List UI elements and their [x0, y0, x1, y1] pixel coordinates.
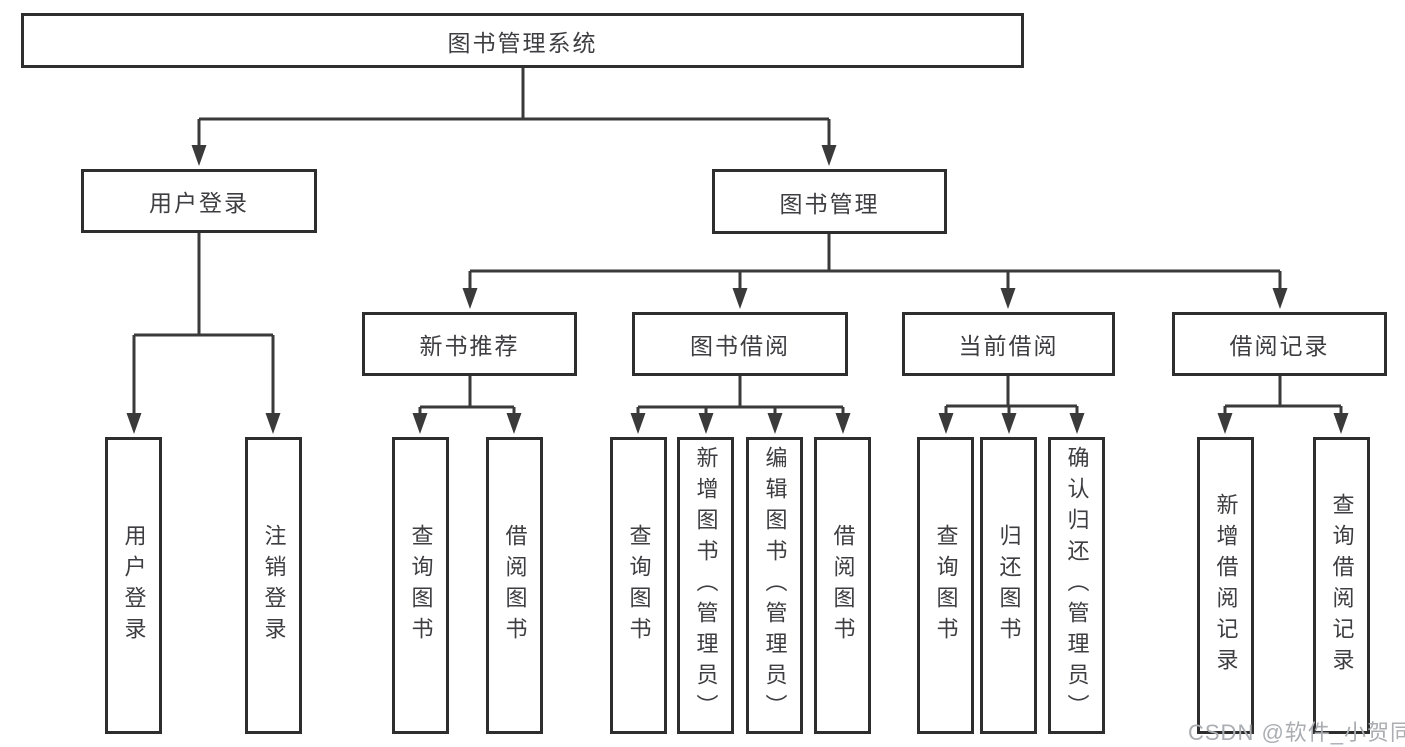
leaf-query-books-current: 查询图书: [917, 437, 974, 734]
leaf-label: 查询图书: [933, 523, 959, 648]
node-label: 当前借阅: [958, 333, 1059, 359]
leaf-label: 借阅图书: [502, 523, 528, 648]
node-new-book-recommendation: 新书推荐: [362, 312, 577, 376]
leaf-label: 借阅图书: [830, 523, 856, 648]
leaf-label: 确认归还（管理员）: [1064, 446, 1090, 725]
leaf-confirm-return-admin: 确认归还（管理员）: [1048, 437, 1105, 734]
leaf-query-books-recommend: 查询图书: [392, 437, 449, 734]
node-user-login: 用户登录: [81, 169, 317, 233]
leaf-label: 归还图书: [996, 523, 1022, 648]
node-label: 图书管理: [779, 190, 880, 217]
node-label: 新书推荐: [419, 333, 520, 359]
leaf-logout: 注销登录: [245, 437, 302, 734]
node-root-label: 图书管理系统: [447, 29, 598, 56]
leaf-query-books-borrowing: 查询图书: [610, 437, 667, 734]
node-label: 用户登录: [149, 190, 249, 216]
node-book-management: 图书管理: [712, 169, 947, 234]
node-label: 借阅记录: [1229, 333, 1330, 359]
leaf-user-login: 用户登录: [105, 437, 162, 734]
node-borrowing-records: 借阅记录: [1172, 312, 1387, 376]
leaf-label: 新增借阅记录: [1213, 492, 1239, 679]
leaf-label: 查询借阅记录: [1329, 492, 1355, 679]
leaf-label: 用户登录: [121, 523, 147, 648]
node-current-borrowing: 当前借阅: [902, 312, 1115, 376]
leaf-add-book-admin: 新增图书（管理员）: [677, 437, 734, 734]
leaf-return-books: 归还图书: [980, 437, 1037, 734]
leaf-borrow-books-recommend: 借阅图书: [486, 437, 543, 734]
leaf-label: 新增图书（管理员）: [693, 446, 719, 725]
leaf-add-borrow-record: 新增借阅记录: [1197, 437, 1254, 734]
watermark: CSDN @软件_小贺同学: [1188, 720, 1405, 745]
leaf-label: 编辑图书（管理员）: [762, 446, 788, 725]
arrowheads: [126, 145, 1349, 434]
node-label: 图书借阅: [690, 333, 790, 359]
leaf-label: 注销登录: [261, 523, 287, 648]
leaf-label: 查询图书: [408, 523, 434, 648]
leaf-borrow-books: 借阅图书: [814, 437, 871, 734]
leaf-query-borrow-record: 查询借阅记录: [1313, 437, 1370, 734]
node-book-borrowing: 图书借阅: [632, 312, 848, 376]
leaf-label: 查询图书: [626, 523, 652, 648]
node-root: 图书管理系统: [21, 13, 1024, 68]
leaf-edit-book-admin: 编辑图书（管理员）: [746, 437, 803, 734]
